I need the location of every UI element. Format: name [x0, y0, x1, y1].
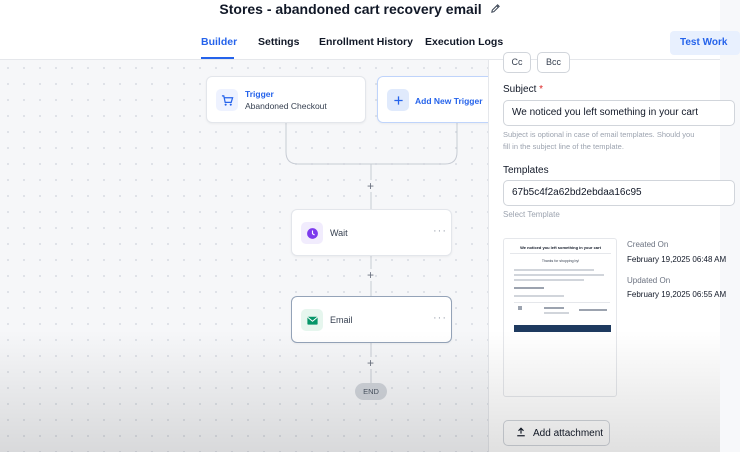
- preview-text-line: [514, 287, 544, 289]
- subject-label: Subject *: [503, 84, 544, 95]
- tab-execution-logs[interactable]: Execution Logs: [425, 36, 504, 48]
- trigger-subtitle: Abandoned Checkout: [245, 101, 327, 111]
- email-settings-panel: Cc Bcc Subject * We noticed you left som…: [488, 52, 735, 452]
- template-select[interactable]: 67b5c4f2a62bd2ebdaa16c95: [503, 180, 735, 206]
- required-mark: *: [539, 84, 544, 95]
- envelope-icon: [301, 309, 323, 331]
- wait-menu-icon[interactable]: ···: [433, 225, 447, 237]
- preview-text-line: [544, 307, 564, 309]
- email-label: Email: [330, 315, 353, 325]
- workflow-canvas[interactable]: Trigger Abandoned Checkout Add New Trigg…: [0, 60, 497, 452]
- preview-text-line: [544, 312, 569, 314]
- tab-bar: Builder Settings Enrollment History Exec…: [0, 22, 740, 60]
- email-node[interactable]: Email ···: [291, 296, 452, 343]
- preview-divider: [514, 302, 610, 303]
- cc-button[interactable]: Cc: [503, 52, 531, 73]
- preview-text-line: [514, 274, 604, 276]
- preview-cta-bar: [514, 325, 611, 332]
- page-title-wrap: Stores - abandoned cart recovery email: [0, 0, 720, 18]
- add-step-plus-1[interactable]: +: [367, 179, 375, 193]
- trigger-title: Trigger: [245, 89, 274, 99]
- updated-on-value: February 19,2025 06:55 AM: [627, 290, 727, 299]
- edit-pencil-icon[interactable]: [490, 0, 501, 18]
- wait-node[interactable]: Wait ···: [291, 209, 452, 256]
- add-step-plus-2[interactable]: +: [367, 268, 375, 282]
- preview-heading: We noticed you left something in your ca…: [520, 245, 601, 250]
- preview-product-image: [518, 306, 522, 310]
- created-on-value: February 19,2025 06:48 AM: [627, 255, 727, 264]
- bcc-button[interactable]: Bcc: [537, 52, 570, 73]
- preview-divider: [510, 253, 611, 254]
- trigger-node[interactable]: Trigger Abandoned Checkout: [206, 76, 366, 123]
- page-title: Stores - abandoned cart recovery email: [219, 1, 482, 17]
- add-attachment-button[interactable]: Add attachment: [503, 420, 610, 446]
- title-bar: Stores - abandoned cart recovery email: [0, 0, 720, 22]
- active-tab-indicator: [201, 57, 234, 59]
- select-template-link[interactable]: Select Template: [503, 210, 560, 219]
- preview-text-line: [579, 309, 607, 311]
- email-menu-icon[interactable]: ···: [433, 312, 447, 324]
- updated-on-label: Updated On: [627, 276, 671, 285]
- subject-hint-line-2: fill in the subject line of the template…: [503, 142, 624, 151]
- clock-icon: [301, 222, 323, 244]
- created-on-label: Created On: [627, 240, 669, 249]
- wait-label: Wait: [330, 228, 348, 238]
- add-attachment-label: Add attachment: [533, 427, 604, 439]
- add-trigger-label: Add New Trigger: [415, 96, 483, 106]
- preview-text-line: [514, 269, 594, 271]
- connector-lines: [285, 123, 458, 383]
- preview-text-line: [514, 279, 584, 281]
- upload-icon: [516, 426, 526, 440]
- tab-enrollment-history[interactable]: Enrollment History: [319, 36, 413, 48]
- subject-input[interactable]: We noticed you left something in your ca…: [503, 100, 735, 126]
- preview-subheading: Thanks for shopping by!: [541, 259, 580, 263]
- end-marker: END: [355, 383, 387, 400]
- tab-settings[interactable]: Settings: [258, 36, 300, 48]
- subject-hint-line-1: Subject is optional in case of email tem…: [503, 130, 695, 139]
- plus-icon: [387, 89, 409, 111]
- template-preview[interactable]: We noticed you left something in your ca…: [503, 238, 617, 397]
- test-workflow-button[interactable]: Test Work: [670, 31, 740, 55]
- add-new-trigger-button[interactable]: Add New Trigger: [377, 76, 497, 123]
- preview-text-line: [514, 295, 564, 297]
- templates-label: Templates: [503, 165, 549, 176]
- add-step-plus-3[interactable]: +: [367, 356, 375, 370]
- tab-builder[interactable]: Builder: [201, 36, 238, 48]
- cart-icon: [216, 89, 238, 111]
